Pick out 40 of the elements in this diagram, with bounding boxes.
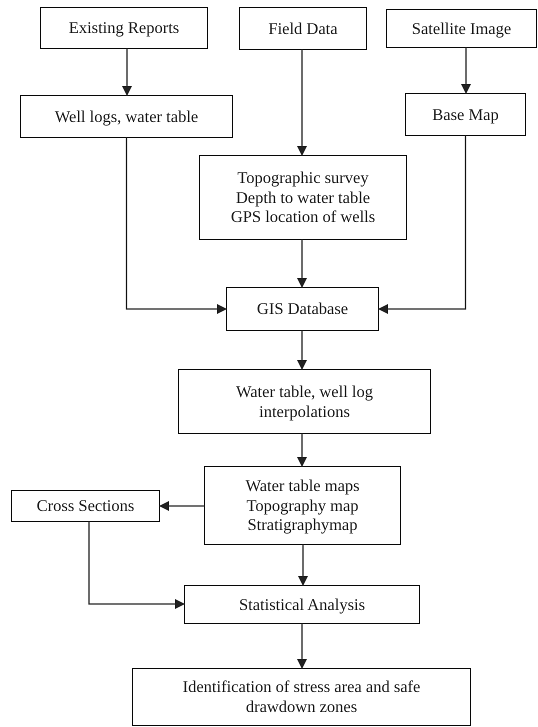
- arrow: [297, 240, 307, 288]
- box-text: Well logs, water table: [54, 106, 198, 126]
- box-text: Satellite Image: [412, 18, 512, 38]
- box-text: Existing Reports: [68, 18, 180, 38]
- process-box: [204, 466, 401, 545]
- process-box: [239, 7, 367, 50]
- arrow: [88, 522, 185, 609]
- arrow: [297, 434, 307, 467]
- arrow: [298, 545, 308, 586]
- box-text: Depth to water table: [236, 188, 370, 208]
- process-box: [178, 369, 431, 434]
- process-box: [226, 287, 379, 331]
- box-text: Topography map: [246, 496, 359, 516]
- process-box: [199, 155, 407, 240]
- box-text: Identification of stress area and safe drawdown zones: [182, 677, 422, 717]
- box-text: Topographic survey: [237, 168, 369, 188]
- box-text: Field Data: [268, 18, 338, 38]
- arrow: [297, 50, 307, 156]
- process-box: [132, 668, 471, 726]
- process-box: [386, 9, 537, 48]
- process-box: [20, 95, 233, 138]
- arrow: [122, 49, 132, 96]
- box-text: GPS location of wells: [230, 207, 376, 228]
- process-box: [11, 490, 160, 522]
- arrow: [159, 501, 204, 511]
- arrow: [126, 138, 227, 314]
- process-box: [184, 585, 420, 624]
- box-text: Cross Sections: [36, 496, 134, 516]
- box-text: Stratigraphymap: [248, 515, 358, 536]
- box-text: GIS Database: [256, 299, 348, 319]
- arrow: [461, 48, 471, 94]
- process-box: [40, 7, 208, 49]
- process-box: [405, 93, 526, 136]
- arrow: [378, 136, 466, 314]
- arrow: [297, 624, 307, 669]
- box-text: Water table maps: [245, 476, 360, 496]
- box-text: Water table, well log interpolations: [234, 382, 374, 422]
- box-text: Base Map: [432, 104, 499, 124]
- box-text: Statistical Analysis: [238, 594, 366, 614]
- arrow: [297, 331, 307, 370]
